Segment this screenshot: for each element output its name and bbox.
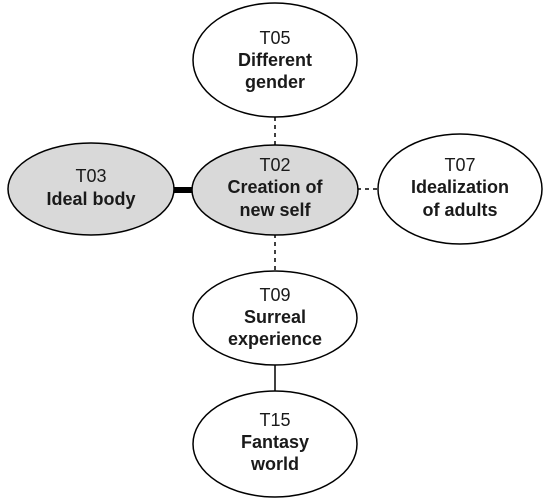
node-t03-title-line1: Ideal body <box>46 189 135 209</box>
node-t15-title-line2: world <box>250 454 299 474</box>
node-t09-title-line2: experience <box>228 329 322 349</box>
node-t09-shape <box>192 270 358 366</box>
node-t07-code: T07 <box>444 155 475 175</box>
node-t05-shape <box>192 2 358 118</box>
node-t02-title-line2: new self <box>239 200 311 220</box>
node-t15-title-line1: Fantasy <box>241 432 309 452</box>
node-t03-shape <box>7 142 175 236</box>
node-t02-shape <box>191 144 359 236</box>
node-t09-title-line1: Surreal <box>244 307 306 327</box>
node-t09-code: T09 <box>259 285 290 305</box>
node-t15-shape <box>192 390 358 498</box>
node-t05-title-line2: gender <box>245 72 305 92</box>
node-t02-code: T02 <box>259 155 290 175</box>
node-t02-title-line1: Creation of <box>227 177 323 197</box>
node-t05-code: T05 <box>259 28 290 48</box>
node-t03-code: T03 <box>75 166 106 186</box>
node-t15-code: T15 <box>259 410 290 430</box>
node-t05-title-line1: Different <box>238 50 312 70</box>
node-t03: T03 Ideal body <box>7 142 175 236</box>
node-t07-shape <box>377 133 543 245</box>
node-t09: T09 Surreal experience <box>192 270 358 366</box>
node-t07-title-line2: of adults <box>423 200 498 220</box>
node-t05: T05 Different gender <box>192 2 358 118</box>
node-t02: T02 Creation of new self <box>191 144 359 236</box>
node-t07: T07 Idealization of adults <box>377 133 543 245</box>
node-t15: T15 Fantasy world <box>192 390 358 498</box>
node-t07-title-line1: Idealization <box>411 177 509 197</box>
